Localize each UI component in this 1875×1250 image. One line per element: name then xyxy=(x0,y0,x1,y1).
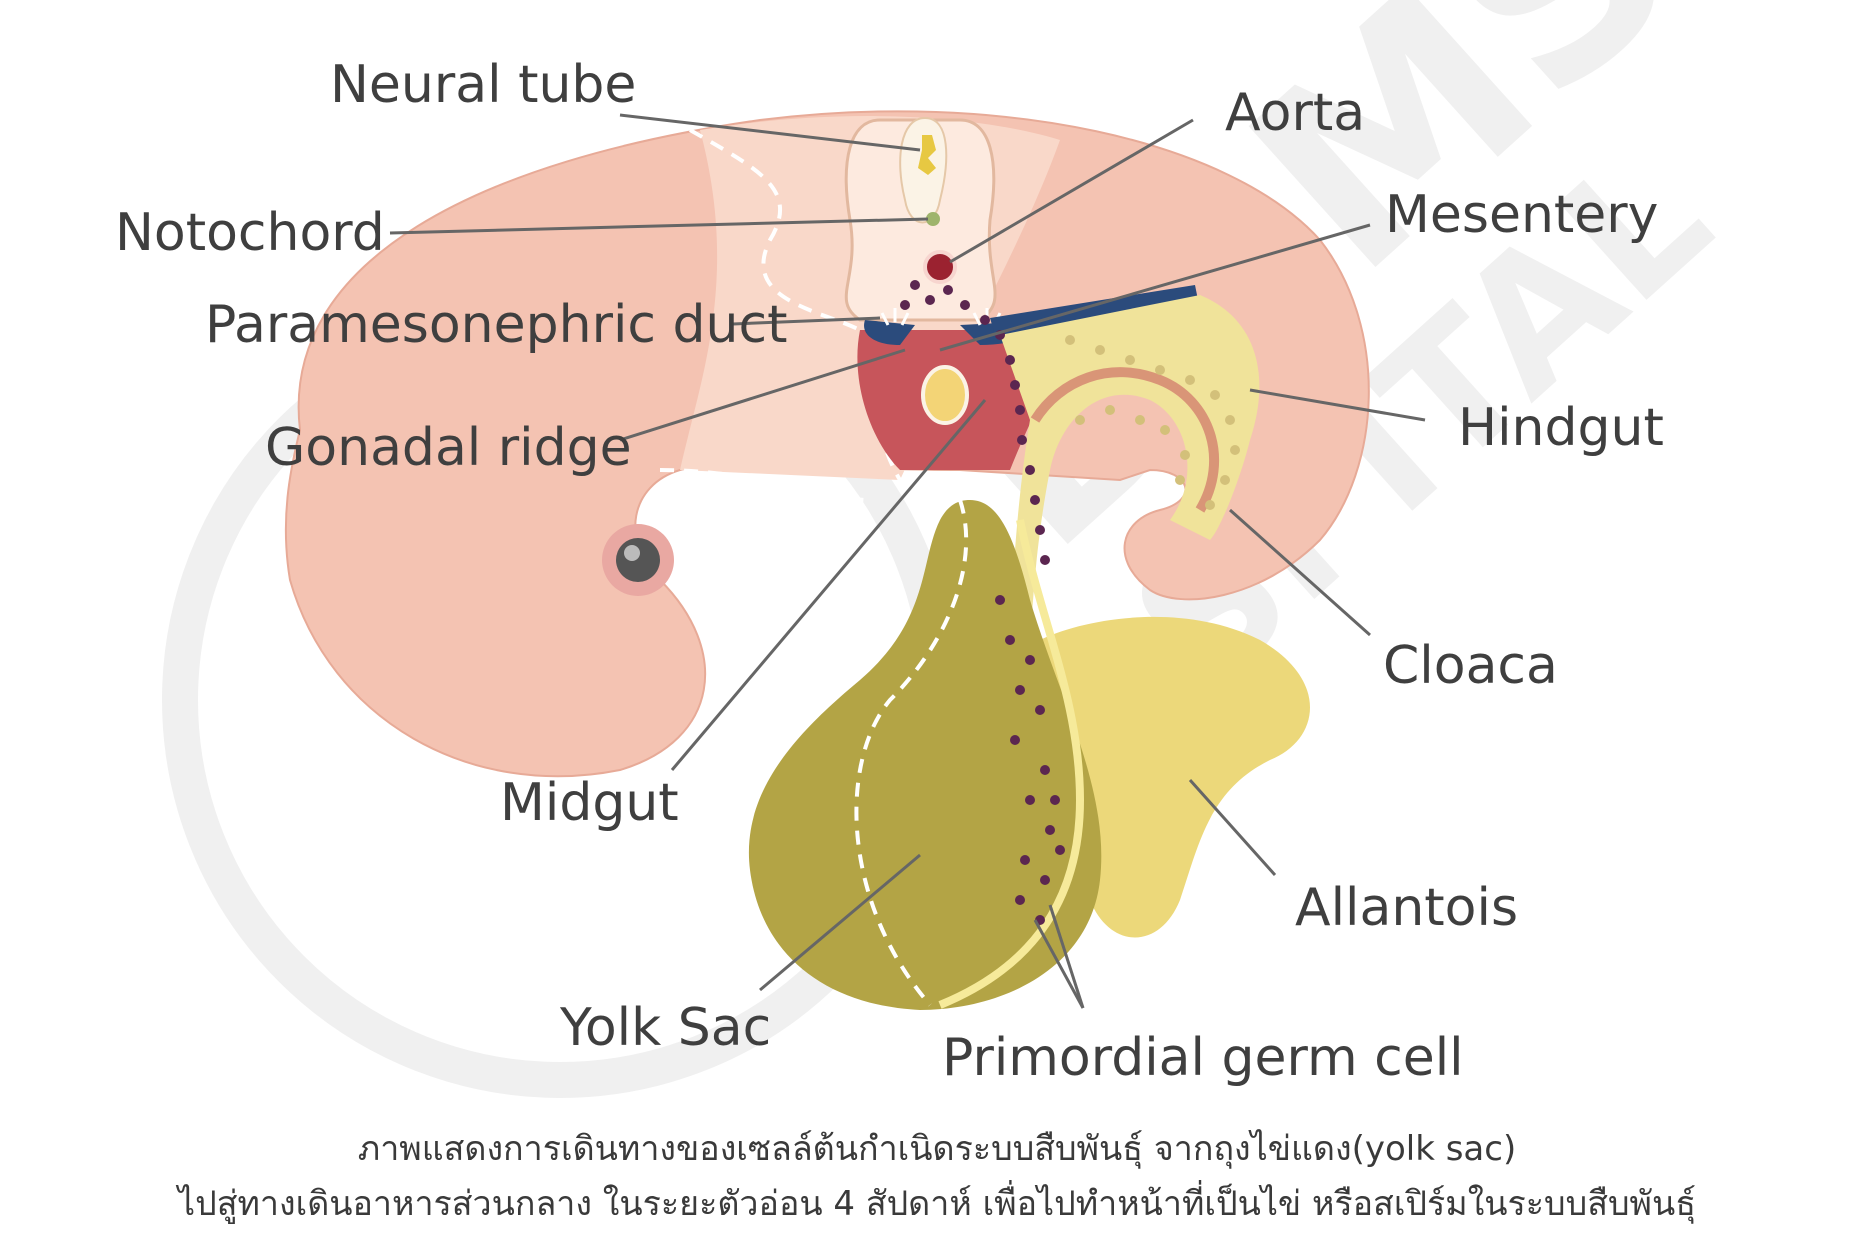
germ-cell-dot xyxy=(1025,795,1035,805)
leader-gonadal-ridge xyxy=(619,348,906,442)
gut-tube xyxy=(1000,295,1260,680)
germ-cell-dot xyxy=(1225,415,1235,425)
germ-cell-dot xyxy=(1205,500,1215,510)
germ-cell-dot xyxy=(1125,355,1135,365)
label-gonadal-ridge: Gonadal ridge xyxy=(265,418,632,478)
caption-line-1: ภาพแสดงการเดินทางของเซลล์ต้นกำเนิดระบบสื… xyxy=(358,1129,1516,1169)
germ-cell-dot xyxy=(1017,435,1027,445)
germ-cell-dot xyxy=(1160,425,1170,435)
germ-cell-dot xyxy=(960,300,970,310)
primordial-germ-cells xyxy=(900,280,1240,925)
label-hindgut: Hindgut xyxy=(1458,398,1664,458)
label-allantois: Allantois xyxy=(1295,878,1518,938)
germ-cell-dot xyxy=(1035,525,1045,535)
germ-cell-dot xyxy=(1155,365,1165,375)
leader-paramesonephric-duct xyxy=(732,316,881,326)
germ-cell-dot xyxy=(1010,380,1020,390)
germ-cell-dot xyxy=(1015,405,1025,415)
germ-cell-dot xyxy=(1050,795,1060,805)
label-cloaca: Cloaca xyxy=(1383,636,1558,696)
allantois-shape xyxy=(1040,616,1310,938)
label-mesentery: Mesentery xyxy=(1385,185,1658,245)
germ-cell-dot xyxy=(1095,345,1105,355)
germ-cell-dot xyxy=(980,315,990,325)
germ-cell-dot xyxy=(1010,735,1020,745)
germ-cell-dot xyxy=(910,280,920,290)
germ-cell-dot xyxy=(1005,635,1015,645)
germ-cell-dot xyxy=(943,285,953,295)
germ-cell-dot xyxy=(1025,655,1035,665)
germ-cell-dot xyxy=(1045,825,1055,835)
label-aorta: Aorta xyxy=(1225,83,1365,143)
germ-cell-dot xyxy=(1075,415,1085,425)
germ-cell-dot xyxy=(1105,405,1115,415)
germ-cell-dot xyxy=(1035,705,1045,715)
germ-cell-dot xyxy=(1020,855,1030,865)
notochord-dot xyxy=(926,212,940,226)
label-notochord: Notochord xyxy=(115,203,385,263)
germ-cell-dot xyxy=(1055,845,1065,855)
leader-yolk-sac xyxy=(759,853,921,992)
germ-cell-dot xyxy=(1015,895,1025,905)
yolk-sac-shape xyxy=(748,499,1102,1010)
germ-cell-dot xyxy=(1135,415,1145,425)
label-yolk-sac: Yolk Sac xyxy=(559,998,771,1058)
leader-cloaca xyxy=(1229,508,1371,637)
leader-midgut xyxy=(670,399,987,771)
germ-cell-dot xyxy=(1220,475,1230,485)
germ-cell-dot xyxy=(1175,475,1185,485)
leader-hindgut xyxy=(1249,388,1426,422)
leader-mesentery xyxy=(939,223,1371,352)
leader-neural-tube xyxy=(619,113,921,152)
germ-cell-dot xyxy=(1180,450,1190,460)
leader-primordial-germ-cell-1 xyxy=(1033,919,1085,1009)
caption-line-2: ไปสู่ทางเดินอาหารส่วนกลาง ในระยะตัวอ่อน … xyxy=(175,1180,1696,1224)
germ-cell-dot xyxy=(1005,355,1015,365)
leader-notochord xyxy=(389,217,929,235)
leader-aorta xyxy=(949,118,1194,264)
leader-primordial-germ-cell-2 xyxy=(1048,904,1085,1009)
germ-cell-dot xyxy=(1065,335,1075,345)
label-midgut: Midgut xyxy=(500,773,679,833)
leader-lines xyxy=(389,113,1426,1009)
germ-cell-dot xyxy=(900,300,910,310)
leader-allantois xyxy=(1188,778,1277,877)
germ-cell-dot xyxy=(925,295,935,305)
germ-cell-dot xyxy=(1030,495,1040,505)
mesentery-band xyxy=(990,285,1198,335)
germ-cell-dot xyxy=(1015,685,1025,695)
germ-cell-dot xyxy=(1185,375,1195,385)
germ-cell-dot xyxy=(1040,765,1050,775)
germ-cell-dot xyxy=(1230,445,1240,455)
germ-cell-dot xyxy=(1040,555,1050,565)
label-paramesonephric-duct: Paramesonephric duct xyxy=(205,295,788,355)
label-neural-tube: Neural tube xyxy=(330,55,636,115)
caption: ภาพแสดงการเดินทางของเซลล์ต้นกำเนิดระบบสื… xyxy=(175,1129,1696,1224)
labels: Neural tube Notochord Paramesonephric du… xyxy=(115,55,1664,1088)
germ-cell-dot xyxy=(1040,875,1050,885)
germ-cell-dot xyxy=(995,595,1005,605)
aorta-vessel xyxy=(923,250,957,284)
label-primordial-germ-cell: Primordial germ cell xyxy=(942,1028,1464,1088)
germ-cell-dot xyxy=(1025,465,1035,475)
germ-cell-dot xyxy=(1210,390,1220,400)
